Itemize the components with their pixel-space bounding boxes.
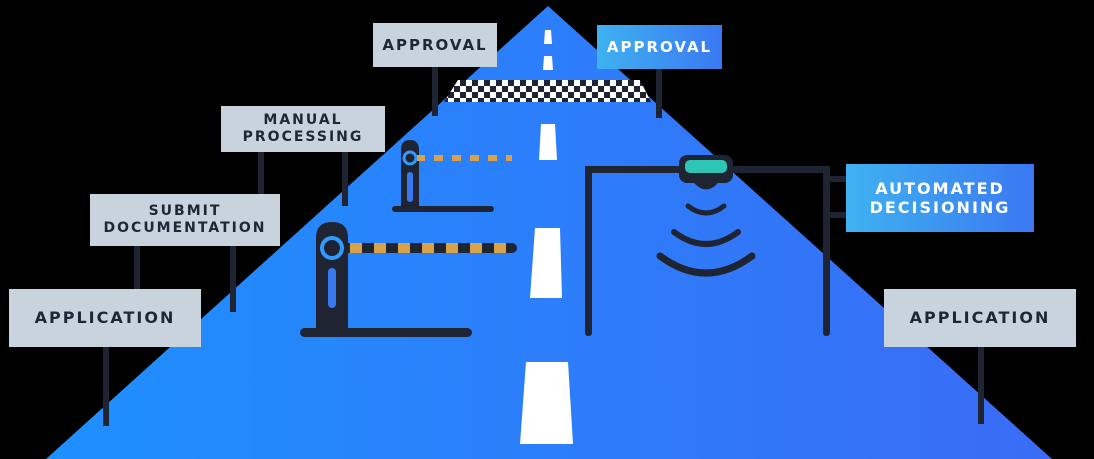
- sign-label: SUBMIT: [148, 203, 222, 220]
- signpost: [342, 150, 348, 206]
- lane-marking: [530, 228, 562, 298]
- approval-sign-automated: APPROVAL: [597, 25, 722, 69]
- sign-label: DOCUMENTATION: [103, 220, 267, 236]
- gantry-right-post: [823, 166, 830, 336]
- lane-markings: [520, 30, 573, 444]
- sign-label: APPLICATION: [34, 308, 176, 328]
- sign-label: APPLICATION: [909, 308, 1051, 328]
- sensor-gantry: [585, 166, 848, 336]
- finish-line-flag-icon: [444, 80, 651, 102]
- gantry-left-post: [585, 166, 592, 336]
- sign-label: DECISIONING: [869, 198, 1011, 217]
- sensor-camera-icon: [679, 155, 733, 190]
- application-sign-automated: APPLICATION: [884, 289, 1076, 347]
- lane-marking: [544, 30, 552, 44]
- lane-marking: [539, 124, 557, 160]
- automated-decisioning-sign: AUTOMATED DECISIONING: [846, 164, 1034, 232]
- signpost: [103, 346, 109, 426]
- sign-label: APPROVAL: [382, 36, 488, 54]
- signpost: [134, 246, 140, 290]
- signpost: [230, 246, 236, 312]
- submit-documentation-sign: SUBMIT DOCUMENTATION: [90, 194, 280, 246]
- signpost: [258, 150, 264, 194]
- sign-label: APPROVAL: [606, 38, 713, 56]
- sign-label: PROCESSING: [242, 129, 364, 145]
- sign-label: AUTOMATED: [875, 178, 1005, 198]
- signpost: [432, 66, 438, 116]
- signposts: [103, 66, 984, 426]
- gantry-beam: [730, 166, 830, 173]
- barrier-gate-icon: [392, 140, 512, 212]
- gantry-beam: [585, 166, 685, 173]
- application-sign-manual: APPLICATION: [9, 289, 201, 347]
- signal-waves-icon: [656, 203, 756, 277]
- barrier-gate-icon: [300, 222, 517, 337]
- signpost: [978, 346, 984, 424]
- manual-processing-sign: MANUAL PROCESSING: [221, 106, 385, 152]
- signpost: [656, 66, 662, 118]
- approval-sign-manual: APPROVAL: [373, 23, 497, 67]
- lane-marking: [543, 56, 553, 70]
- sign-label: MANUAL: [263, 112, 343, 129]
- lane-marking: [520, 362, 573, 444]
